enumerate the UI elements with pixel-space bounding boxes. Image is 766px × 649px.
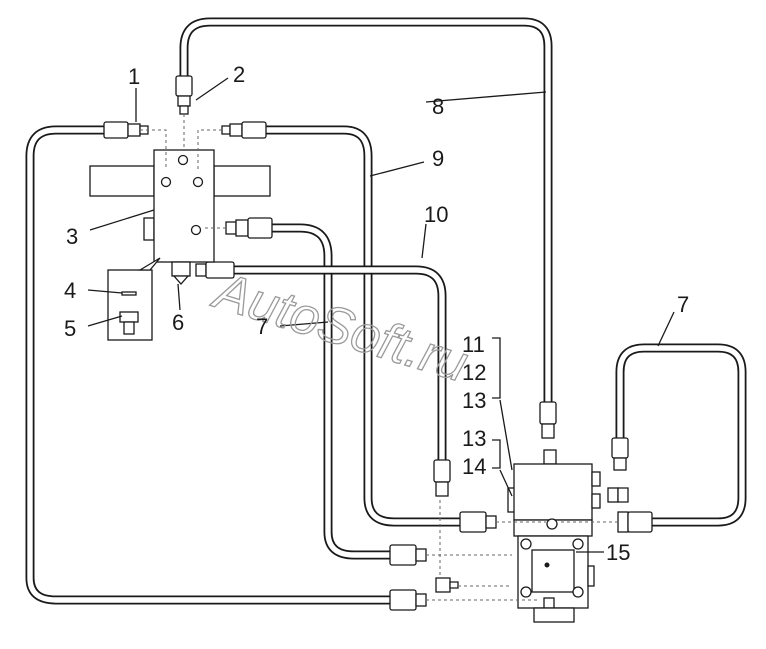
callout-11: 11 <box>462 332 485 357</box>
hose-7-right <box>615 343 747 527</box>
fitting-2 <box>175 75 193 115</box>
callout-4: 4 <box>64 278 76 303</box>
callout-3: 3 <box>66 224 78 249</box>
fitting-8-bottom <box>539 401 557 439</box>
leader-lines <box>87 77 675 553</box>
callout-12: 12 <box>462 360 486 385</box>
hose-9 <box>261 125 467 527</box>
fitting-7-pump <box>389 544 427 566</box>
valve-block-3 <box>89 149 271 263</box>
hose-10 <box>227 265 447 467</box>
callout-7-left: 7 <box>256 314 268 339</box>
callout-2: 2 <box>233 62 245 87</box>
callout-13-bottom: 13 <box>462 426 486 451</box>
callout-15: 15 <box>606 540 630 565</box>
callout-14: 14 <box>462 454 486 479</box>
fitting-7-right-bottom <box>617 511 653 533</box>
fitting-10-block <box>195 261 235 279</box>
fitting-7-right-top <box>611 437 629 471</box>
fitting-loop-pump <box>389 589 427 611</box>
elbow-pump-lower <box>435 577 459 593</box>
callout-13-top: 13 <box>462 388 486 413</box>
fitting-1 <box>103 121 149 139</box>
elbow-6 <box>171 261 191 285</box>
callout-10: 10 <box>424 202 448 227</box>
hose-outer-loop <box>25 125 397 605</box>
fitting-10-bottom <box>433 459 451 497</box>
callout-7-right: 7 <box>677 292 689 317</box>
dashed-connections <box>140 114 618 601</box>
fitting-9-pump <box>459 511 497 533</box>
hose-7-left <box>265 223 397 560</box>
pump-15 <box>507 449 629 623</box>
callout-5: 5 <box>64 316 76 341</box>
bolt-kit-inset <box>107 257 161 341</box>
callout-8: 8 <box>432 94 444 119</box>
callout-6: 6 <box>172 310 184 335</box>
fitting-7-block <box>225 217 273 239</box>
callout-labels: 1 2 3 4 5 6 7 8 9 10 7 11 12 13 13 14 15 <box>64 62 689 565</box>
hose-8 <box>179 17 553 407</box>
callout-1: 1 <box>128 64 140 89</box>
fitting-9-block <box>221 121 267 139</box>
callout-9: 9 <box>432 146 444 171</box>
